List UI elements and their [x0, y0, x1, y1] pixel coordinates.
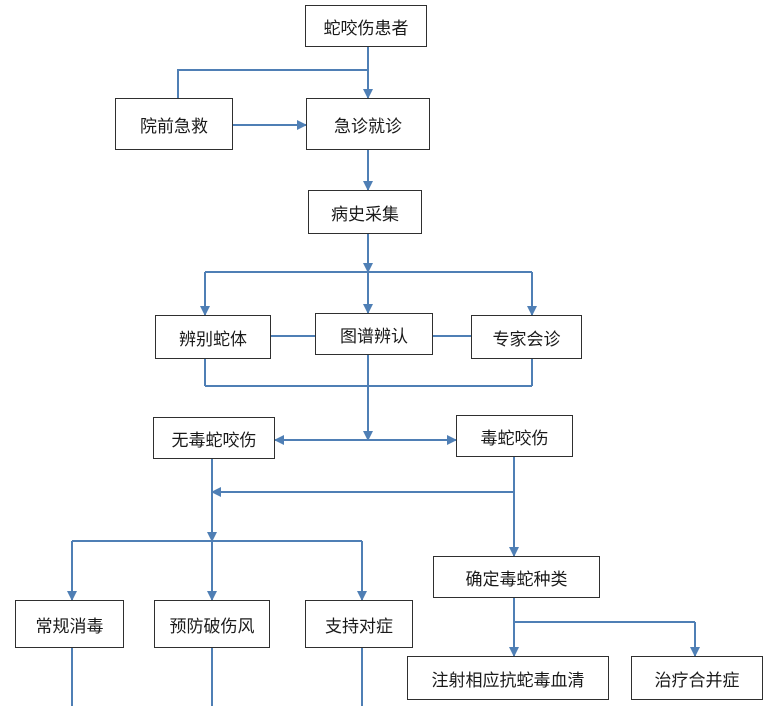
node-label: 无毒蛇咬伤	[171, 430, 257, 451]
node-atlas-identification: 图谱辨认	[315, 313, 433, 355]
node-label: 预防破伤风	[169, 616, 255, 637]
node-complication-treatment: 治疗合并症	[631, 656, 763, 700]
node-label: 病史采集	[331, 204, 399, 225]
node-identify-snake: 辨别蛇体	[155, 315, 271, 359]
node-venomous-bite: 毒蛇咬伤	[456, 415, 573, 457]
connector-patient-to-prehospital	[177, 69, 368, 98]
node-label: 注射相应抗蛇毒血清	[431, 670, 585, 691]
node-snakebite-patient: 蛇咬伤患者	[305, 5, 427, 47]
node-expert-consultation: 专家会诊	[471, 315, 582, 359]
node-label: 专家会诊	[492, 329, 561, 350]
connector-venomous-to-nonvenomous	[211, 457, 515, 497]
node-label: 辨别蛇体	[179, 329, 247, 350]
node-label: 毒蛇咬伤	[480, 428, 549, 449]
node-history-collection: 病史采集	[308, 190, 422, 234]
node-label: 蛇咬伤患者	[323, 18, 409, 39]
node-antivenom-injection: 注射相应抗蛇毒血清	[407, 656, 609, 700]
node-label: 治疗合并症	[654, 670, 740, 691]
node-prehospital-rescue: 院前急救	[115, 98, 233, 150]
node-label: 支持对症	[325, 616, 393, 637]
node-label: 急诊就诊	[334, 116, 402, 137]
node-label: 确定毒蛇种类	[465, 569, 568, 590]
node-tetanus-prevention: 预防破伤风	[154, 600, 270, 648]
node-label: 图谱辨认	[340, 326, 408, 347]
node-confirm-species: 确定毒蛇种类	[433, 556, 600, 598]
node-nonvenomous-bite: 无毒蛇咬伤	[153, 417, 275, 459]
node-label: 院前急救	[140, 116, 208, 137]
node-routine-disinfection: 常规消毒	[15, 600, 124, 648]
node-label: 常规消毒	[35, 616, 104, 637]
node-supportive-treatment: 支持对症	[305, 600, 413, 648]
node-emergency-visit: 急诊就诊	[306, 98, 430, 150]
